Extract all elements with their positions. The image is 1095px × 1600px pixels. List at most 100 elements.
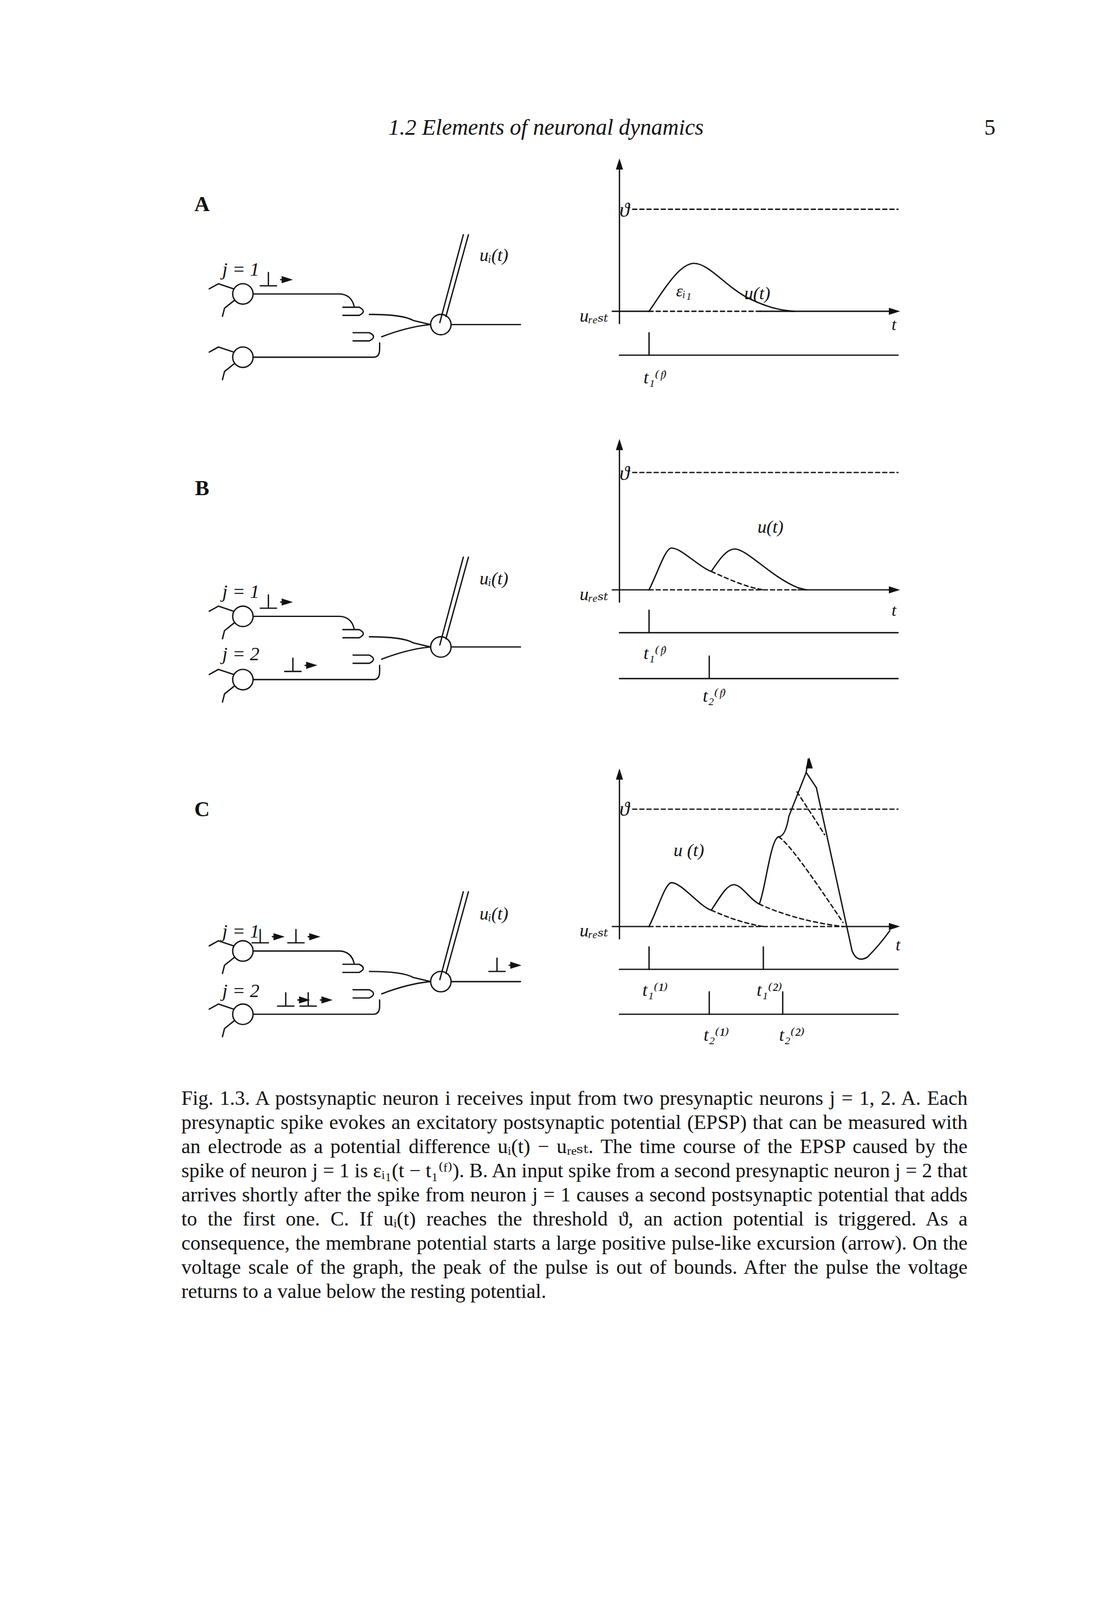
epsp-continuation bbox=[711, 910, 764, 927]
axis-tick bbox=[612, 589, 620, 591]
plot-label: j = 1 bbox=[222, 922, 260, 942]
dendrite bbox=[209, 606, 235, 612]
spike-arrow-head bbox=[306, 662, 318, 670]
axon bbox=[253, 951, 355, 964]
synapse bbox=[353, 989, 374, 999]
baseline bbox=[649, 925, 843, 928]
plot-label: t₂⁽ᶠ⁾ bbox=[702, 686, 726, 705]
electrode bbox=[445, 557, 469, 639]
figure-caption: Fig. 1.3. A postsynaptic neuron i receiv… bbox=[181, 1086, 968, 1304]
dendrite bbox=[381, 646, 431, 660]
presynaptic-neuron bbox=[232, 283, 253, 304]
plot-label: u (t) bbox=[673, 841, 705, 860]
spike-tick bbox=[648, 332, 650, 356]
dendrite bbox=[222, 622, 235, 640]
spike-arrow-head bbox=[273, 933, 285, 941]
plot-label: uᵣₑₛₜ bbox=[579, 921, 609, 940]
spike-train-line bbox=[619, 1013, 898, 1015]
plot-label: t₁⁽ᶠ⁾ bbox=[643, 368, 667, 387]
threshold-line bbox=[632, 808, 899, 810]
spike-train-line bbox=[619, 632, 898, 634]
plot-label: j = 2 bbox=[222, 981, 260, 1001]
dendrite bbox=[222, 363, 235, 380]
dendrite bbox=[209, 669, 235, 675]
plot-label: uᵢ(t) bbox=[479, 569, 509, 588]
spike-tick bbox=[708, 992, 710, 1015]
axon bbox=[253, 294, 355, 307]
action-potential-curve bbox=[649, 772, 891, 960]
plot-label: t₁⁽ᶠ⁾ bbox=[643, 644, 667, 663]
presynaptic-neuron bbox=[232, 669, 253, 690]
spike-arrow-head bbox=[281, 276, 294, 284]
spike-train-line bbox=[619, 354, 898, 356]
plot-label: ϑ bbox=[619, 199, 630, 221]
plot-label: uᵣₑₛₜ bbox=[579, 585, 609, 604]
synapse bbox=[353, 332, 374, 342]
axon bbox=[450, 324, 521, 326]
plot-label: j = 1 bbox=[222, 582, 260, 602]
epsp-continuation bbox=[778, 836, 843, 923]
threshold-line bbox=[632, 471, 899, 473]
plot-label: j = 1 bbox=[222, 259, 260, 280]
spike-symbol bbox=[489, 958, 506, 973]
dendrite bbox=[222, 957, 235, 974]
spike-arrow-head bbox=[805, 757, 814, 769]
electrode bbox=[445, 892, 469, 974]
dendrite bbox=[222, 300, 235, 317]
synapse bbox=[343, 964, 364, 974]
dendrite bbox=[369, 971, 431, 982]
plot-label: ϑ bbox=[619, 463, 630, 484]
spike-tick bbox=[762, 947, 764, 970]
spike-symbol bbox=[287, 929, 304, 944]
plot-label: t₂⁽²⁾ bbox=[779, 1025, 805, 1044]
baseline bbox=[649, 589, 798, 591]
panel-letter: C bbox=[194, 798, 210, 820]
dendrite bbox=[209, 283, 235, 289]
plot-label: uᵣₑₛₜ bbox=[579, 306, 609, 325]
presynaptic-neuron bbox=[232, 347, 253, 368]
plot-label: j = 2 bbox=[222, 644, 260, 664]
spike-arrow-head bbox=[321, 996, 333, 1005]
plot-label: t bbox=[895, 936, 901, 954]
plot-label: t₂⁽¹⁾ bbox=[703, 1025, 729, 1044]
plot-label: t₁⁽¹⁾ bbox=[642, 981, 668, 999]
baseline bbox=[619, 310, 891, 312]
dendrite bbox=[209, 347, 235, 353]
spike-symbol bbox=[284, 658, 301, 672]
spike-train-line bbox=[619, 678, 898, 680]
electrode bbox=[439, 234, 464, 323]
axis-arrow bbox=[616, 439, 624, 451]
plot-label: εᵢ₁ bbox=[676, 282, 692, 300]
axon bbox=[253, 665, 380, 680]
synapse bbox=[343, 630, 364, 639]
epsp-curve bbox=[649, 263, 795, 312]
presynaptic-neuron bbox=[232, 941, 253, 962]
baseline bbox=[619, 925, 891, 928]
panel-letter: A bbox=[194, 193, 210, 215]
dendrite bbox=[369, 314, 431, 325]
epsp-continuation bbox=[711, 571, 764, 591]
running-header: 1.2 Elements of neuronal dynamics bbox=[388, 116, 704, 139]
spike-tick bbox=[708, 656, 710, 679]
dendrite bbox=[209, 941, 235, 947]
dendrite bbox=[381, 981, 431, 994]
axon bbox=[253, 616, 355, 629]
spike-symbol bbox=[259, 595, 277, 609]
axon bbox=[450, 981, 521, 983]
plot-label: t bbox=[891, 601, 897, 619]
axon bbox=[253, 343, 380, 358]
synapse bbox=[343, 307, 364, 316]
plot-label: u(t) bbox=[744, 284, 770, 303]
panel-letter: B bbox=[194, 477, 209, 499]
spike-symbol bbox=[259, 272, 277, 286]
plot-label: uᵢ(t) bbox=[479, 245, 509, 264]
epsp-curve bbox=[649, 548, 807, 591]
voltage-axis bbox=[618, 166, 620, 324]
electrode bbox=[439, 557, 464, 645]
epsp-continuation bbox=[796, 791, 825, 835]
presynaptic-neuron bbox=[232, 1004, 253, 1025]
dendrite bbox=[381, 324, 431, 337]
baseline bbox=[619, 589, 891, 591]
spike-tick bbox=[648, 610, 650, 633]
